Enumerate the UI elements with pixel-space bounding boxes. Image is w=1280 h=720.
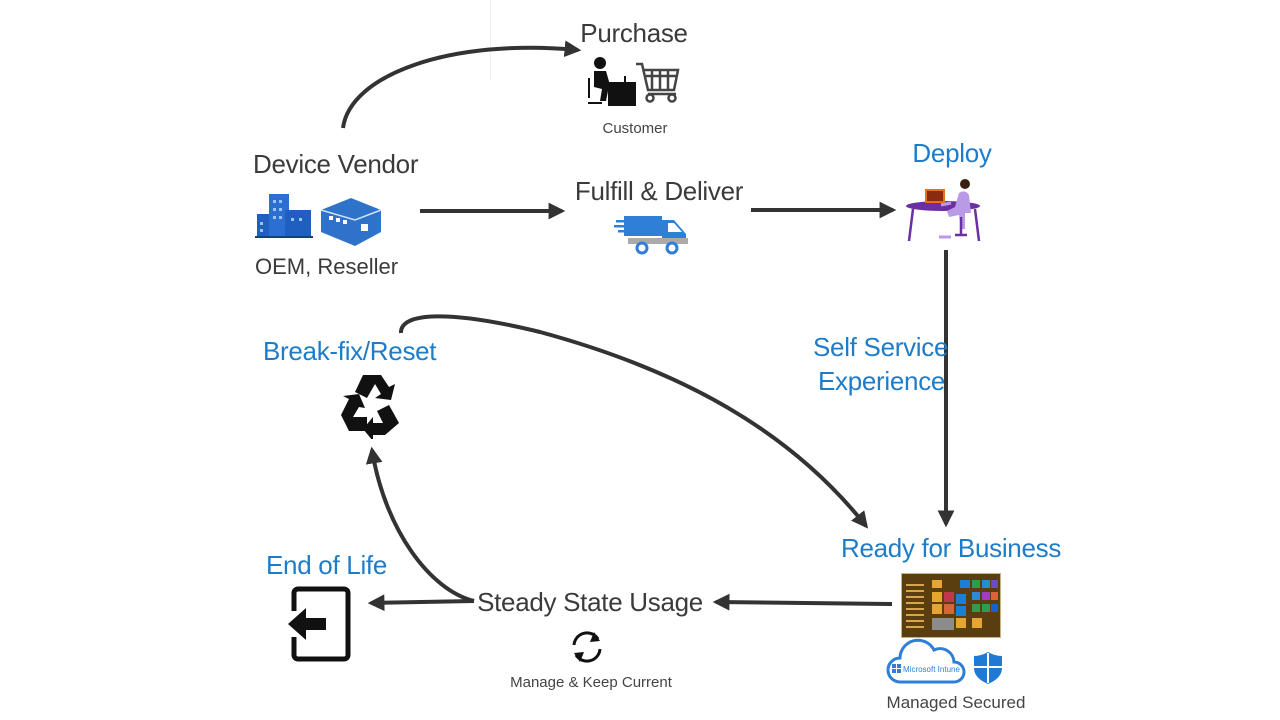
windows-start-menu-icon: [901, 573, 1001, 638]
person-at-laptop-icon: [906, 179, 981, 242]
intune-label: Microsoft Intune: [903, 665, 960, 674]
arrow-steady-to-endoflife: [367, 594, 475, 612]
fulfill-title: Fulfill & Deliver: [574, 176, 744, 206]
sync-icon: [572, 631, 602, 663]
purchase-caption: Customer: [602, 120, 668, 137]
purchase-title: Purchase: [580, 18, 688, 48]
arrow-breakfix-to-ready: [398, 314, 869, 529]
vendor-icons: [255, 194, 382, 246]
arrow-steady-to-breakfix: [365, 446, 475, 603]
warehouse-icon: [320, 198, 382, 246]
shopping-cart-icon: [636, 62, 680, 103]
intune-cloud-icon: Microsoft Intune: [886, 638, 966, 684]
person-at-desk-icon: [588, 57, 636, 106]
purchase-icons: [588, 57, 680, 106]
steady-caption: Manage & Keep Current: [510, 674, 672, 691]
faint-divider: [490, 0, 491, 80]
self-service-line1: Self Service: [813, 332, 949, 362]
recycle-icon: [341, 375, 399, 439]
steady-title: Steady State Usage: [477, 587, 703, 617]
defender-shield-icon: [974, 652, 1002, 684]
break-fix-title: Break-fix/Reset: [263, 336, 437, 366]
arrow-vendor-to-purchase: [341, 40, 582, 129]
arrow-ready-to-steady: [712, 593, 893, 611]
ready-title: Ready for Business: [840, 533, 1062, 563]
delivery-truck-icon: [614, 216, 688, 255]
deploy-title: Deploy: [912, 138, 992, 168]
end-of-life-title: End of Life: [266, 550, 388, 580]
ready-caption: Managed Secured: [886, 693, 1026, 712]
self-service-line2: Experience: [818, 366, 946, 396]
office-building-icon: [255, 194, 313, 238]
device-vendor-title: Device Vendor: [253, 149, 419, 179]
exit-door-icon: [288, 586, 351, 662]
device-vendor-caption: OEM, Reseller: [255, 254, 399, 279]
